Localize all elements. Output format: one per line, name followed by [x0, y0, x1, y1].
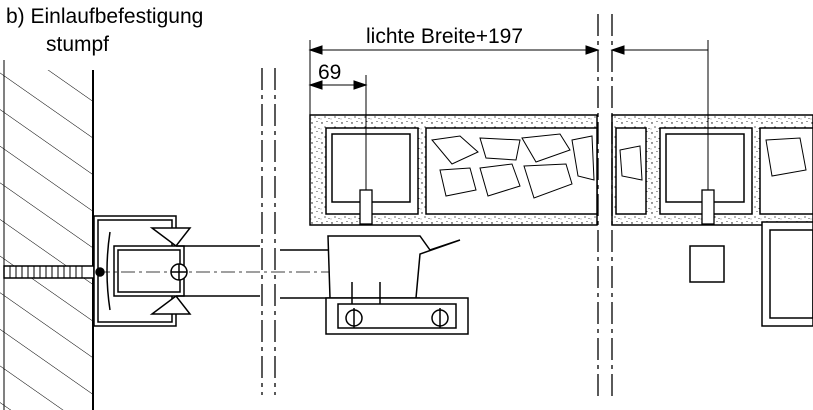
break-lines-middle	[597, 14, 613, 400]
caption-line-1: b) Einlaufbefestigung	[6, 5, 204, 28]
dimension-label-offset: 69	[318, 61, 342, 84]
wall-bracket	[93, 215, 192, 327]
channel-clamp	[325, 221, 813, 335]
dimension-label-main: lichte Breite+197	[366, 25, 524, 48]
drainage-channel	[309, 114, 813, 226]
wall	[0, 60, 94, 410]
dimension-lines	[308, 40, 709, 115]
channel-bolts	[359, 82, 715, 225]
wall-anchor	[3, 265, 95, 279]
caption-line-2: stumpf	[46, 33, 110, 56]
break-lines-left	[261, 68, 276, 395]
